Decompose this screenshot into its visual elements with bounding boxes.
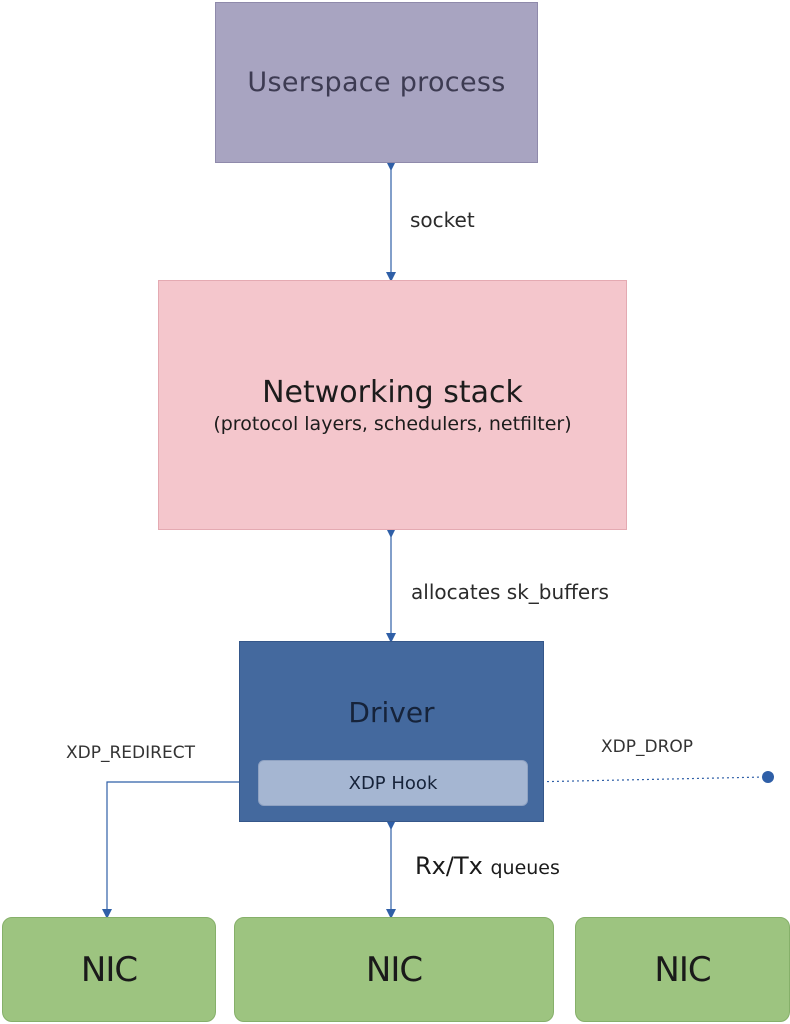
rxtx-queues-label: Rx/Tx queues xyxy=(415,852,560,880)
redirect-arrow xyxy=(102,781,258,919)
rxtx-main-label: Rx/Tx xyxy=(415,852,483,880)
networking-stack-subtitle: (protocol layers, schedulers, netfilter) xyxy=(213,413,572,435)
rxtx-queues-word: queues xyxy=(490,857,560,879)
nic-box-right: NIC xyxy=(575,917,790,1022)
drop-line xyxy=(526,776,767,783)
xdp-hook-box: XDP Hook xyxy=(258,760,528,806)
drop-endpoint-dot xyxy=(762,771,774,783)
xdp-drop-label: XDP_DROP xyxy=(601,737,694,757)
userspace-process-box: Userspace process xyxy=(215,2,538,163)
xdp-redirect-label: XDP_REDIRECT xyxy=(66,743,195,763)
driver-box: Driver XDP Hook xyxy=(239,641,544,822)
driver-title: Driver xyxy=(348,696,435,729)
nic-box-left: NIC xyxy=(2,917,216,1022)
nic-box-middle: NIC xyxy=(234,917,554,1022)
allocates-skbuffers-label: allocates sk_buffers xyxy=(411,580,609,604)
networking-stack-title: Networking stack xyxy=(262,375,523,410)
userspace-process-label: Userspace process xyxy=(247,67,506,98)
networking-stack-box: Networking stack (protocol layers, sched… xyxy=(158,280,627,530)
socket-label: socket xyxy=(410,208,475,232)
